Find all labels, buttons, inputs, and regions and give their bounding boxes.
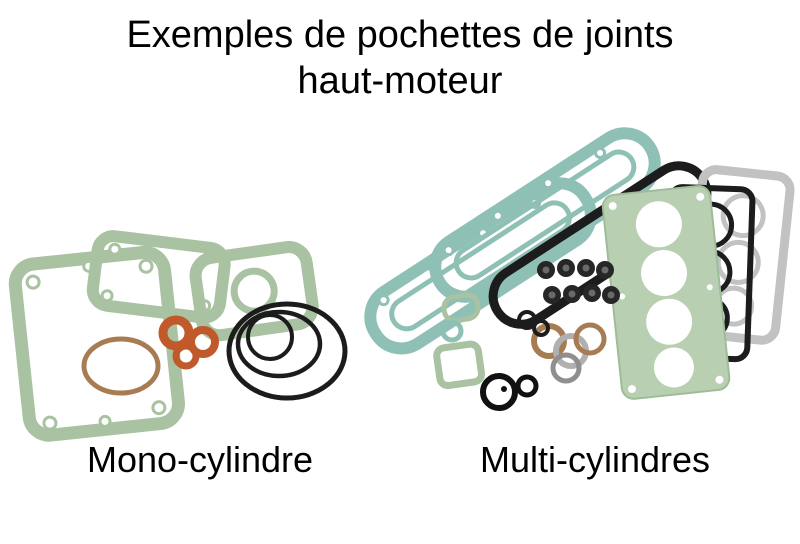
cylinder-base-gasket [8,245,185,442]
bolt-hole [151,400,167,416]
bolt-hole [442,244,455,257]
small-head-gasket [189,241,319,342]
small-oval-gasket [441,292,481,324]
mono-cylinder-gasket-set [8,230,348,442]
small-teal-ring [440,319,464,343]
copper-washer [158,315,194,351]
bore-hole [720,193,766,239]
bolt-hole [98,414,112,428]
o-ring-medium [235,309,323,379]
bolt-hole [594,146,607,159]
bolt-hole [696,192,705,201]
valve-seal [563,285,581,303]
valve-seal [602,286,620,304]
o-ring-small [246,313,294,361]
valve-seal [543,286,561,304]
small-square-gasket [433,340,486,390]
cam-cover-gasket-1-inner [389,200,572,332]
bolt-hole [377,294,390,307]
bolt-hole [100,289,114,303]
small-square-gasket [433,340,486,390]
bolt-hole [491,209,504,222]
shaft-seal-small [515,374,539,398]
bolt-hole [25,274,41,290]
cylinder-base-gasket [8,245,185,442]
bolt-hole [138,258,154,274]
valve-seal [583,284,601,302]
small-oval-gasket [441,292,481,324]
small-o-ring [517,310,537,330]
cylinder-bore [641,249,688,296]
cam-cover-gasket-2-inner [453,149,637,281]
valve-seal [596,261,614,279]
o-ring-large [226,301,348,401]
multi-head-gasket-green [601,184,731,400]
spectacle-seal [480,373,539,411]
bolt-hole [42,415,58,431]
metal-sealing-rings [531,322,607,384]
bolt-hole [619,293,626,300]
o-rings [226,301,348,401]
valve-seal [577,259,595,277]
title-line-2: haut-moteur [297,60,503,102]
small-o-rings [517,310,550,337]
shaft-seal-large [480,373,518,411]
steel-ring [550,352,582,384]
bolt-hole [715,375,724,384]
copper-washers [158,315,219,370]
copper-washer [172,342,200,370]
cylinder-bore [635,201,682,248]
copper-fibre-ring [81,336,161,396]
copper-washer [187,326,219,358]
seal-dot [501,386,507,392]
multi-cylinder-gasket-set [364,127,795,411]
small-o-ring [532,319,550,337]
bolt-hole [706,284,713,291]
copper-ring [573,322,607,356]
caption-mono-cylindre: Mono-cylindre [86,439,314,480]
bolt-hole [608,201,617,210]
title-line-1: Exemples de pochettes de joints [126,14,674,56]
cylinder-bore [653,347,694,388]
valve-stem-seals [537,259,620,304]
head-cover-gasket [86,230,231,324]
bore-hole [715,239,761,285]
bolt-hole [542,177,555,190]
caption-multi-cylindres: Multi-cylindres [479,439,711,480]
bolt-hole [627,384,636,393]
page-title: Exemples de pochettes de joints haut-mot… [0,12,800,104]
bolt-hole [108,242,122,256]
valve-seal [537,261,555,279]
cylinder-bore [646,298,693,345]
valve-seal [557,259,575,277]
